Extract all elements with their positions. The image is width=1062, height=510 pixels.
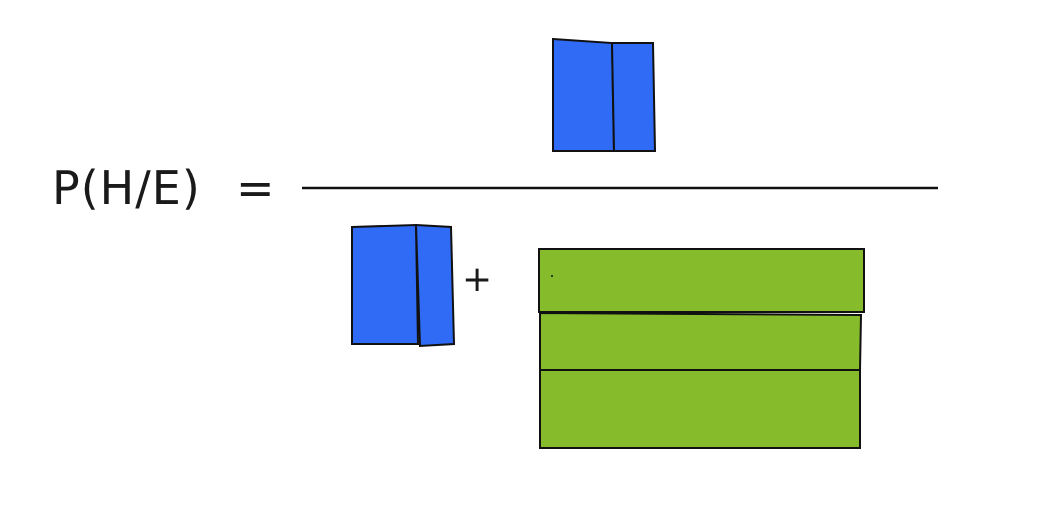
denominator-blue-left-panel: [351, 223, 420, 345]
equals-sign: =: [236, 161, 275, 215]
denominator-blue-block: [351, 223, 456, 348]
numerator-blue-right-panel: [610, 42, 657, 152]
green-panel-top: [538, 248, 865, 313]
denominator-blue-right-panel: [414, 223, 456, 348]
denominator-green-block: [538, 248, 865, 449]
green-panel-middle: [539, 311, 863, 371]
probability-expression: P(H/E): [52, 161, 201, 215]
green-panel-bottom: [539, 369, 861, 449]
plus-sign: +: [462, 259, 493, 300]
green-dot-mark: [551, 275, 553, 277]
numerator-blue-block: [552, 37, 657, 152]
numerator-blue-left-panel: [552, 37, 616, 152]
